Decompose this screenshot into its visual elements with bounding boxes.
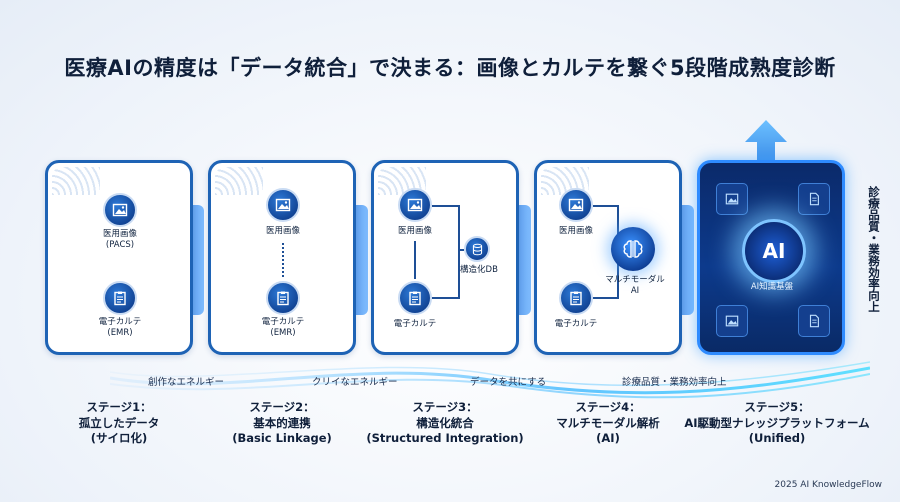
document-tile-icon (798, 305, 830, 337)
stage-3-label: ステージ3： 構造化統合 (Structured Integration) (366, 400, 524, 446)
stage-5-card: AI AI知識基盤 (697, 160, 845, 355)
link-line (458, 205, 460, 299)
stage-1-record-label: 電子カルテ (EMR) (98, 317, 142, 339)
link-line (432, 205, 460, 207)
wave-pattern (215, 167, 263, 195)
link-line (458, 249, 464, 251)
image-icon (103, 193, 137, 227)
clipboard-icon (103, 281, 137, 315)
stage-2-card: 医用画像 電子カルテ (EMR) (208, 160, 356, 355)
energy-label-3: データを共にする (470, 377, 547, 388)
stage-3-db-label: 構造化DB (460, 265, 498, 275)
link-line (593, 205, 619, 207)
document-tile-icon (798, 183, 830, 215)
arrow-up-icon (745, 120, 787, 180)
image-tile-icon (716, 183, 748, 215)
link-line (432, 297, 460, 299)
clipboard-icon (266, 281, 300, 315)
energy-wave (110, 361, 870, 399)
image-tile-icon (716, 305, 748, 337)
image-icon (398, 188, 432, 222)
page-title: 医療AIの精度は「データ統合」で決まる：画像とカルテを繋ぐ5段階成熟度診断 (64, 56, 836, 80)
stage-4-record-label: 電子カルテ (554, 319, 598, 329)
stage-5-core-label: AI知識基盤 (750, 282, 794, 292)
energy-label-2: クリイなエネルギー (312, 377, 398, 388)
stage-4-image-label: 医用画像 (558, 226, 593, 236)
clipboard-icon (559, 281, 593, 315)
stage-2-record-label: 電子カルテ (EMR) (261, 317, 305, 339)
stage-1-label: ステージ1： 孤立したデータ (サイロ化) (78, 400, 160, 446)
image-icon (559, 188, 593, 222)
dotted-link (282, 243, 284, 277)
wave-pattern (52, 167, 100, 195)
stage-5-label: ステージ5： AI駆動型ナレッジプラットフォーム (Unified) (684, 400, 870, 446)
stage-4-card: 医用画像 マルチモーダル AI 電子カルテ (534, 160, 682, 355)
ai-core-icon: AI (742, 219, 806, 283)
link-line (414, 241, 416, 279)
image-icon (266, 188, 300, 222)
stage-3-record-label: 電子カルテ (393, 319, 437, 329)
stage-2-label: ステージ2： 基本的連携 (Basic Linkage) (232, 400, 332, 446)
energy-label-1: 創作なエネルギー (148, 377, 225, 388)
link-line (617, 205, 619, 241)
stage-2-image-label: 医用画像 (265, 226, 300, 236)
footer-credit: 2025 AI KnowledgeFlow (774, 480, 882, 490)
side-label: 診療品質・業務効率向上 (867, 186, 881, 313)
stage-3-card: 医用画像 構造化DB 電子カルテ (371, 160, 519, 355)
stage-4-ai-label: マルチモーダル AI (605, 275, 665, 297)
stage-1-image-label: 医用画像 (PACS) (102, 229, 137, 251)
link-line (617, 263, 619, 299)
link-line (593, 297, 619, 299)
database-icon (464, 236, 490, 262)
stage-3-image-label: 医用画像 (397, 226, 432, 236)
clipboard-icon (398, 281, 432, 315)
brain-icon (611, 227, 655, 271)
energy-label-4: 診療品質・業務効率向上 (622, 377, 727, 388)
stage-4-label: ステージ4： マルチモーダル解析 (AI) (556, 400, 660, 446)
stage-1-card: 医用画像 (PACS) 電子カルテ (EMR) (45, 160, 193, 355)
